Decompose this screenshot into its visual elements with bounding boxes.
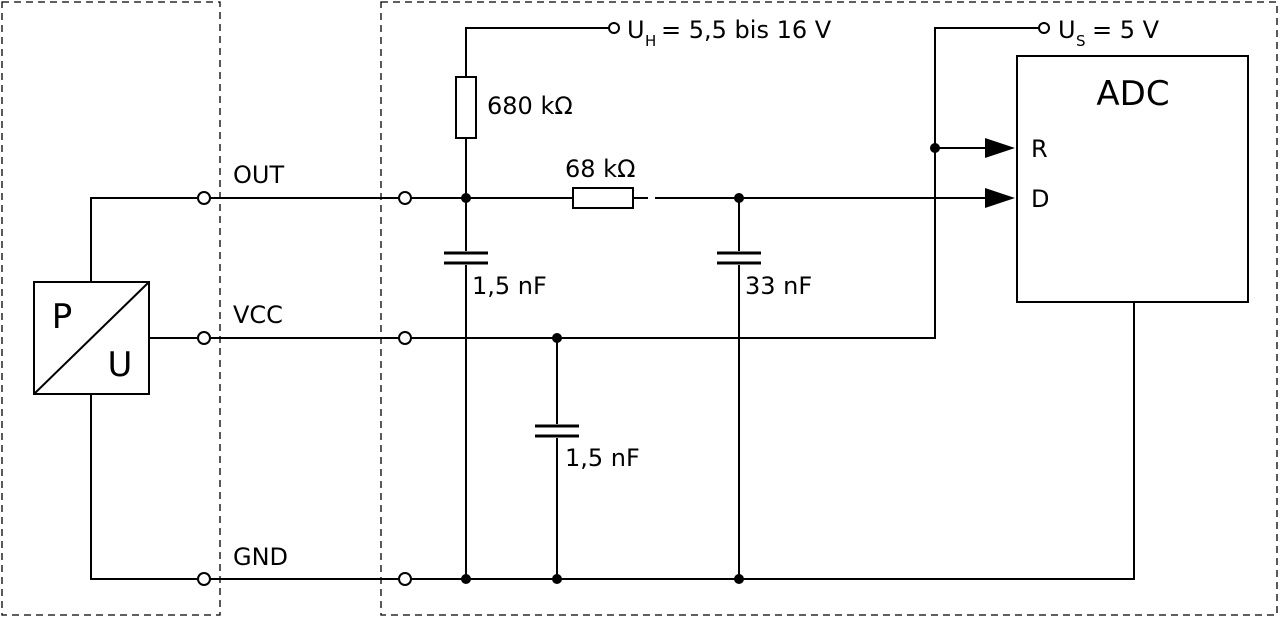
junction-filter-node [734, 193, 744, 203]
ecu-gnd-terminal [398, 572, 412, 586]
sensor-gnd-terminal [197, 572, 211, 586]
sensor-enclosure [1, 1, 221, 616]
junction-vcc-node [552, 333, 562, 343]
adc-data-pin-label: D [1031, 185, 1049, 213]
series-resistor-value: 68 kΩ [565, 155, 635, 183]
adc-block: ADC R D [1016, 55, 1249, 303]
ref-arrow [985, 138, 1015, 158]
us-subscript: S [1076, 32, 1086, 50]
sensor-out-terminal [197, 191, 211, 205]
pin-label-gnd: GND [233, 543, 288, 571]
junction-gnd-3 [734, 574, 744, 584]
sensor-gnd-wire [90, 394, 197, 580]
vcc-supply-line [411, 27, 1038, 339]
junction-out-node [461, 193, 471, 203]
junction-gnd-1 [461, 574, 471, 584]
junction-gnd-2 [552, 574, 562, 584]
pressure-sensor-block: P U [33, 281, 150, 395]
ecu-vcc-terminal [398, 331, 412, 345]
series-resistor [572, 187, 634, 209]
sensor-vcc-terminal [197, 331, 211, 345]
pullup-resistor-value: 680 kΩ [487, 92, 573, 120]
us-value: = 5 V [1092, 16, 1160, 44]
pullup-resistor [455, 76, 477, 139]
sensor-out-wire [90, 197, 197, 282]
uh-terminal [608, 22, 620, 34]
ecu-enclosure [380, 1, 1278, 616]
adc-ref-pin-label: R [1031, 135, 1048, 163]
gnd-line [411, 302, 1135, 580]
pullup-upper-lead [465, 27, 608, 77]
sensor-input-symbol: P [52, 297, 73, 337]
data-arrow [985, 188, 1015, 208]
out-cap-value: 1,5 nF [472, 272, 547, 300]
pin-label-out: OUT [233, 161, 284, 189]
pin-label-vcc: VCC [233, 301, 283, 329]
uh-symbol: U [627, 16, 645, 44]
ecu-out-terminal [398, 191, 412, 205]
uh-value: = 5,5 bis 16 V [661, 16, 832, 44]
junction-ref-node [930, 143, 940, 153]
us-terminal [1038, 22, 1050, 34]
vcc-cap-value: 1,5 nF [565, 444, 640, 472]
sensor-output-symbol: U [108, 345, 133, 385]
uh-subscript: H [645, 32, 656, 50]
adc-title: ADC [1096, 74, 1169, 114]
us-symbol: U [1058, 16, 1076, 44]
filter-cap-value: 33 nF [745, 272, 812, 300]
